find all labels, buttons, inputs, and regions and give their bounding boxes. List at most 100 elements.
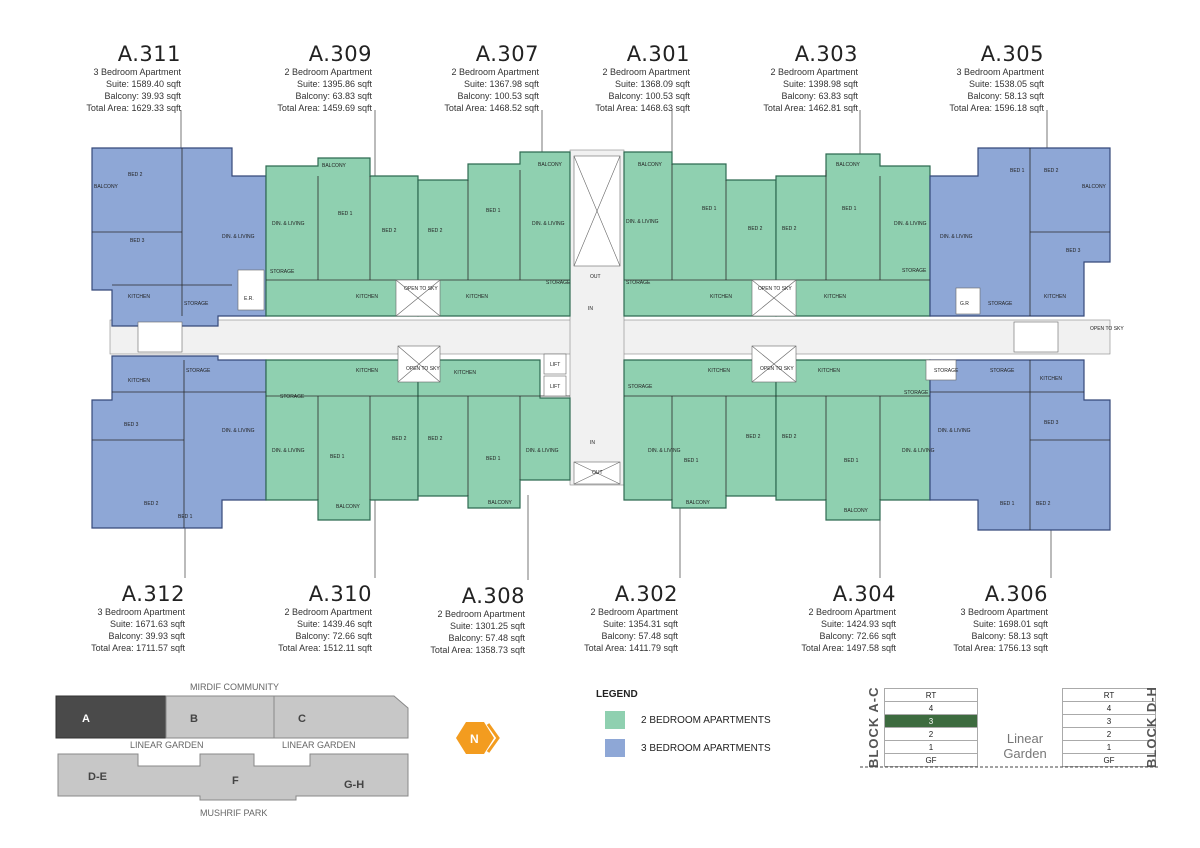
unit-type: 2 Bedroom Apartment bbox=[808, 607, 896, 617]
unit-suite: Suite: 1367.98 sqft bbox=[463, 79, 539, 89]
unit-suite: Suite: 1439.46 sqft bbox=[296, 619, 372, 629]
block-a bbox=[55, 695, 167, 739]
open-to-sky-voids bbox=[137, 155, 1059, 485]
svg-text:BALCONY: BALCONY bbox=[322, 163, 347, 169]
legend-title: LEGEND bbox=[596, 689, 638, 700]
block-de-label: D-E bbox=[88, 771, 107, 783]
svg-text:STORAGE: STORAGE bbox=[626, 280, 651, 286]
svg-text:KITCHEN: KITCHEN bbox=[818, 368, 840, 374]
block-b-label: B bbox=[190, 713, 198, 725]
unit-info-a311: A.311 3 Bedroom Apartment Suite: 1589.40… bbox=[31, 42, 181, 114]
unit-type: 3 Bedroom Apartment bbox=[97, 607, 185, 617]
svg-text:BED 1: BED 1 bbox=[684, 458, 699, 464]
unit-total: Total Area: 1462.81 sqft bbox=[763, 103, 858, 113]
svg-text:KITCHEN: KITCHEN bbox=[710, 294, 732, 300]
svg-text:BED 1: BED 1 bbox=[842, 206, 857, 212]
level-cell: 2 bbox=[1062, 727, 1156, 741]
legend-label: 2 BEDROOM APARTMENTS bbox=[641, 714, 771, 726]
block-b bbox=[165, 695, 275, 739]
svg-text:DIN. & LIVING: DIN. & LIVING bbox=[222, 234, 255, 240]
svg-text:BED 2: BED 2 bbox=[782, 226, 797, 232]
unit-balcony: Balcony: 57.48 sqft bbox=[601, 631, 678, 641]
unit-code: A.301 bbox=[626, 42, 690, 66]
unit-code: A.307 bbox=[475, 42, 539, 66]
unit-a309 bbox=[265, 157, 419, 317]
unit-type: 3 Bedroom Apartment bbox=[956, 67, 1044, 77]
unit-suite: Suite: 1398.98 sqft bbox=[782, 79, 858, 89]
unit-info-a303: A.303 2 Bedroom Apartment Suite: 1398.98… bbox=[708, 42, 858, 114]
svg-text:BED 2: BED 2 bbox=[748, 226, 763, 232]
unit-balcony: Balcony: 58.13 sqft bbox=[971, 631, 1048, 641]
svg-text:DIN. & LIVING: DIN. & LIVING bbox=[272, 221, 305, 227]
unit-info-a302: A.302 2 Bedroom Apartment Suite: 1354.31… bbox=[528, 582, 678, 654]
unit-balcony: Balcony: 100.53 sqft bbox=[608, 91, 690, 101]
unit-code: A.309 bbox=[308, 42, 372, 66]
svg-text:BED 2: BED 2 bbox=[782, 434, 797, 440]
svg-text:BED 2: BED 2 bbox=[428, 436, 443, 442]
svg-text:LIFT: LIFT bbox=[550, 362, 560, 368]
svg-text:BED 1: BED 1 bbox=[338, 211, 353, 217]
svg-text:BED 2: BED 2 bbox=[382, 228, 397, 234]
svg-text:DIN. & LIVING: DIN. & LIVING bbox=[532, 221, 565, 227]
svg-text:BED 3: BED 3 bbox=[130, 238, 145, 244]
level-cell: GF bbox=[884, 753, 978, 767]
unit-type: 2 Bedroom Apartment bbox=[284, 67, 372, 77]
unit-balcony: Balcony: 39.93 sqft bbox=[108, 631, 185, 641]
unit-code: A.303 bbox=[794, 42, 858, 66]
svg-text:STORAGE: STORAGE bbox=[628, 384, 653, 390]
svg-text:KITCHEN: KITCHEN bbox=[708, 368, 730, 374]
unit-suite: Suite: 1538.05 sqft bbox=[968, 79, 1044, 89]
svg-text:OPEN TO SKY: OPEN TO SKY bbox=[404, 286, 438, 292]
svg-text:BED 1: BED 1 bbox=[844, 458, 859, 464]
svg-text:BED 2: BED 2 bbox=[128, 172, 143, 178]
svg-text:STORAGE: STORAGE bbox=[904, 390, 929, 396]
svg-text:IN: IN bbox=[590, 440, 595, 446]
unit-total: Total Area: 1468.63 sqft bbox=[595, 103, 690, 113]
level-cell: 4 bbox=[884, 701, 978, 715]
svg-text:OUT: OUT bbox=[592, 470, 603, 476]
svg-text:DIN. & LIVING: DIN. & LIVING bbox=[626, 219, 659, 225]
unit-total: Total Area: 1596.18 sqft bbox=[949, 103, 1044, 113]
svg-text:BED 2: BED 2 bbox=[144, 501, 159, 507]
block-c-label: C bbox=[298, 713, 306, 725]
block-gh-label: G-H bbox=[344, 779, 364, 791]
svg-text:BED 1: BED 1 bbox=[486, 208, 501, 214]
unit-suite: Suite: 1354.31 sqft bbox=[602, 619, 678, 629]
unit-suite: Suite: 1368.09 sqft bbox=[614, 79, 690, 89]
north-arrow-icon: N bbox=[456, 722, 500, 754]
unit-total: Total Area: 1497.58 sqft bbox=[801, 643, 896, 653]
svg-text:KITCHEN: KITCHEN bbox=[356, 294, 378, 300]
legend-swatch bbox=[605, 711, 625, 729]
svg-text:BALCONY: BALCONY bbox=[844, 508, 869, 514]
unit-type: 2 Bedroom Apartment bbox=[602, 67, 690, 77]
level-table-right: RT 4 3 2 1 GF bbox=[1062, 688, 1156, 767]
svg-text:KITCHEN: KITCHEN bbox=[454, 370, 476, 376]
svg-text:BED 1: BED 1 bbox=[330, 454, 345, 460]
level-cell: RT bbox=[1062, 688, 1156, 702]
level-table-left: RT 4 3 2 1 GF bbox=[884, 688, 978, 767]
svg-text:KITCHEN: KITCHEN bbox=[1040, 376, 1062, 382]
svg-text:BED 2: BED 2 bbox=[1036, 501, 1051, 507]
svg-text:STORAGE: STORAGE bbox=[184, 301, 209, 307]
svg-text:DIN. & LIVING: DIN. & LIVING bbox=[938, 428, 971, 434]
unit-a303 bbox=[775, 153, 931, 317]
unit-total: Total Area: 1411.79 sqft bbox=[584, 643, 678, 653]
unit-info-a306: A.306 3 Bedroom Apartment Suite: 1698.01… bbox=[898, 582, 1048, 654]
unit-code: A.302 bbox=[614, 582, 678, 606]
unit-info-a307: A.307 2 Bedroom Apartment Suite: 1367.98… bbox=[389, 42, 539, 114]
unit-total: Total Area: 1358.73 sqft bbox=[430, 645, 525, 655]
svg-text:STORAGE: STORAGE bbox=[270, 269, 295, 275]
svg-text:OPEN TO SKY: OPEN TO SKY bbox=[758, 286, 792, 292]
unit-info-a310: A.310 2 Bedroom Apartment Suite: 1439.46… bbox=[222, 582, 372, 654]
svg-text:BED 2: BED 2 bbox=[746, 434, 761, 440]
unit-total: Total Area: 1629.33 sqft bbox=[86, 103, 181, 113]
unit-total: Total Area: 1459.69 sqft bbox=[277, 103, 372, 113]
unit-info-a304: A.304 2 Bedroom Apartment Suite: 1424.93… bbox=[746, 582, 896, 654]
garden-label-left: LINEAR GARDEN bbox=[130, 740, 204, 750]
svg-text:BED 3: BED 3 bbox=[1044, 420, 1059, 426]
svg-text:DIN. & LIVING: DIN. & LIVING bbox=[526, 448, 559, 454]
interior-walls bbox=[92, 148, 1110, 530]
svg-text:BALCONY: BALCONY bbox=[94, 184, 119, 190]
svg-text:BED 3: BED 3 bbox=[124, 422, 139, 428]
svg-text:BED 1: BED 1 bbox=[1000, 501, 1015, 507]
